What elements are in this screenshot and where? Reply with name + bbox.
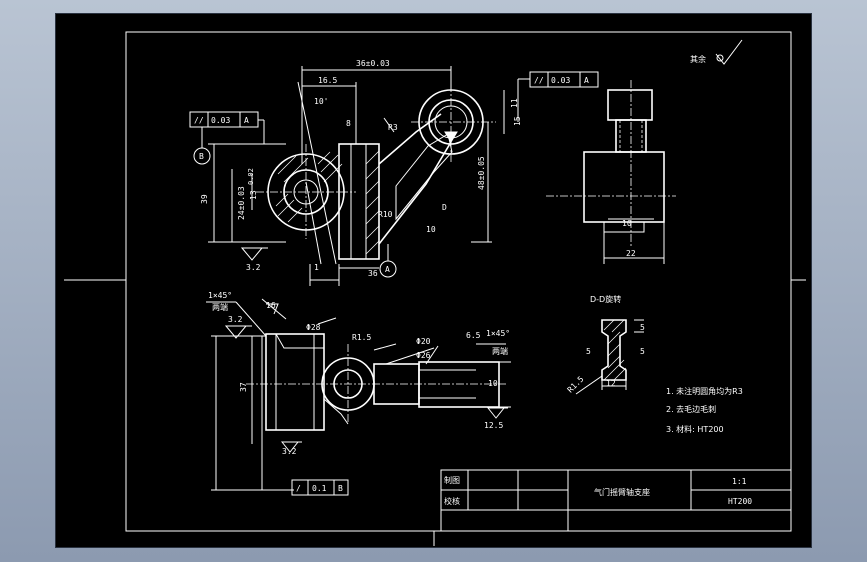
- note-1: 1. 未注明圆角均为R3: [666, 386, 743, 396]
- dim-11: 11: [510, 98, 519, 108]
- general-roughness-note: 其余: [690, 39, 743, 65]
- svg-text:A: A: [244, 116, 249, 125]
- dim-16b: 16: [266, 301, 276, 310]
- radius-r10: R10: [378, 210, 393, 219]
- roughness-2: 3.2: [228, 315, 243, 324]
- section-d-d: D-D旋转 5 5 5 12 R1.5: [566, 294, 645, 394]
- part-name: 气门摇臂轴支座: [594, 487, 650, 497]
- dim-1: 1: [314, 263, 319, 272]
- dim-10c: 10: [488, 379, 498, 388]
- scale: 1:1: [732, 477, 747, 486]
- checked-by-label: 校核: [444, 496, 460, 506]
- dim-24: 24±0.03: [237, 186, 246, 220]
- dim-0-02: 0.02: [247, 168, 255, 185]
- section-label: D-D旋转: [590, 294, 621, 304]
- dim-48: 48±0.05: [477, 156, 486, 190]
- drawn-by-label: 制图: [444, 475, 460, 485]
- hatch-section: [603, 319, 627, 381]
- technical-notes: 1. 未注明圆角均为R3 2. 去毛边毛刺 3. 材料: HT200: [666, 386, 743, 434]
- section-mark-d: D: [442, 203, 447, 212]
- svg-text:3.2: 3.2: [282, 447, 297, 456]
- note-3: 3. 材料: HT200: [666, 424, 724, 434]
- radius-r1-5: R1.5: [352, 333, 371, 342]
- title-block: 制图 校核 气门摇臂轴支座 1:1 HT200: [440, 469, 792, 532]
- dim-20: Φ20: [416, 337, 431, 346]
- dim-36b: 36: [368, 269, 378, 278]
- svg-text:A: A: [584, 76, 589, 85]
- radius-r3: R3: [388, 123, 398, 132]
- tolerance-frame-1: // 0.03 A: [189, 111, 265, 144]
- svg-text:0.03: 0.03: [551, 76, 570, 85]
- front-view: 36±0.03 16.5 10' 8 R3 39 24±0.03 13 0.02…: [189, 59, 599, 286]
- svg-text:12.5: 12.5: [484, 421, 503, 430]
- svg-text:其余: 其余: [690, 54, 706, 64]
- svg-text://: //: [194, 116, 204, 125]
- hatch-front-web: [365, 150, 380, 255]
- roughness-symbol-3: 3.2: [280, 441, 302, 456]
- drawing-sheet: 36±0.03 16.5 10' 8 R3 39 24±0.03 13 0.02…: [55, 13, 812, 548]
- inner-frame: [125, 31, 792, 532]
- tolerance-frame-3: / 0.1 B: [291, 479, 349, 496]
- side-view: 10 22: [546, 80, 676, 264]
- datum-b: B: [193, 127, 211, 165]
- svg-text:B: B: [338, 484, 343, 493]
- drawing-canvas: 36±0.03 16.5 10' 8 R3 39 24±0.03 13 0.02…: [64, 31, 806, 546]
- dim-5c: 5: [586, 347, 591, 356]
- hatch-front-boss: [275, 151, 343, 223]
- roughness-symbol-1: 3.2: [240, 247, 268, 272]
- svg-text:3.2: 3.2: [246, 263, 261, 272]
- top-view: 37 1×45° 两端 3.2 16 Φ28 R1.5 Φ20 Φ26 6.5 …: [206, 291, 511, 496]
- dim-26: Φ26: [416, 351, 431, 360]
- chamfer-2: 1×45°: [486, 329, 510, 338]
- tolerance-frame-2: // 0.03 A: [517, 71, 599, 122]
- dim-10b: 10: [622, 219, 632, 228]
- dim-5: 5: [640, 323, 645, 332]
- dim-28: Φ28: [306, 323, 321, 332]
- radius-r1-5b: R1.5: [566, 374, 586, 394]
- dim-13: 13: [249, 190, 258, 200]
- both-ends-1: 两端: [212, 302, 228, 312]
- dim-5b: 5: [640, 347, 645, 356]
- angle-10: 10': [314, 97, 328, 106]
- svg-text:A: A: [385, 265, 390, 274]
- dim-8: 8: [346, 119, 351, 128]
- svg-text://: //: [534, 76, 544, 85]
- svg-text:B: B: [199, 152, 204, 161]
- svg-text:0.1: 0.1: [312, 484, 327, 493]
- dim-12: 12: [606, 379, 616, 388]
- dim-6-5: 6.5: [466, 331, 481, 340]
- dim-36: 36±0.03: [356, 59, 390, 68]
- dim-16-5: 16.5: [318, 76, 337, 85]
- dim-10: 10: [426, 225, 436, 234]
- datum-a: A: [379, 244, 397, 278]
- chamfer-1: 1×45°: [208, 291, 232, 300]
- dim-37: 37: [239, 382, 248, 392]
- svg-text:/: /: [296, 484, 301, 493]
- dim-39: 39: [200, 194, 209, 204]
- both-ends-2: 两端: [492, 346, 508, 356]
- svg-text:0.03: 0.03: [211, 116, 230, 125]
- dim-22: 22: [626, 249, 636, 258]
- roughness-symbol-4: 12.5: [484, 407, 508, 430]
- material: HT200: [728, 497, 752, 506]
- note-2: 2. 去毛边毛刺: [666, 404, 716, 414]
